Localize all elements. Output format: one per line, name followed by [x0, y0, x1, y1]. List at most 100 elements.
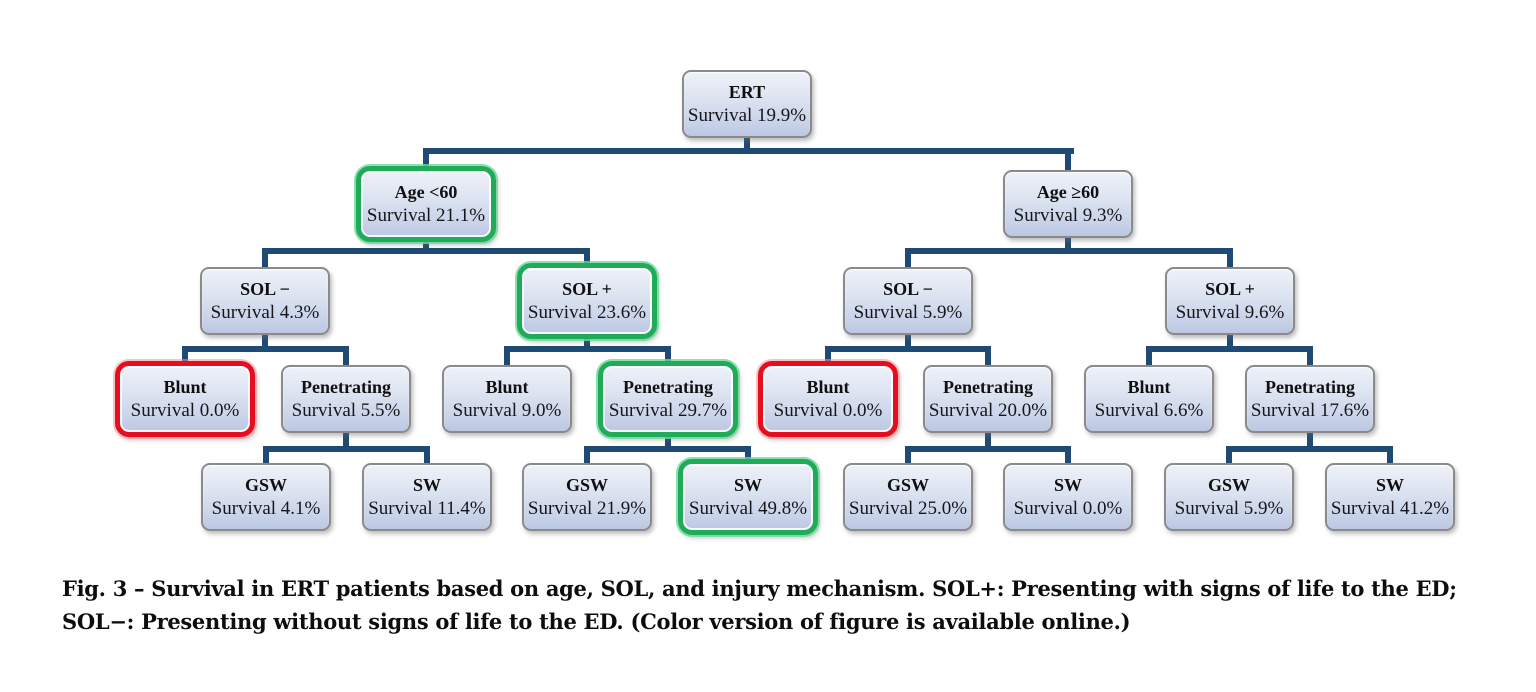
node-label: Penetrating	[943, 376, 1033, 397]
node-label: SOL −	[240, 278, 290, 299]
connector-line	[262, 248, 268, 271]
connector-line	[905, 446, 1071, 452]
node-survival: Survival 5.5%	[291, 399, 401, 421]
node-label: SW	[1053, 474, 1082, 495]
node-lt60-sol-pos: SOL + Survival 23.6%	[517, 263, 657, 339]
caption-line-1: Fig. 3 – Survival in ERT patients based …	[62, 576, 1457, 601]
connector-line	[343, 431, 349, 452]
connector-line	[1226, 446, 1232, 467]
node-ge60-pos-pen: Penetrating Survival 17.6%	[1245, 365, 1375, 433]
node-label: GSW	[886, 474, 929, 495]
connector-line	[1387, 446, 1393, 467]
connector-line	[744, 136, 750, 154]
connector-line	[825, 346, 831, 369]
connector-line	[1226, 446, 1393, 452]
node-survival: Survival 21.9%	[527, 497, 647, 519]
node-label: GSW	[244, 474, 287, 495]
node-label: Age ≥60	[1036, 181, 1100, 202]
node-label: Penetrating	[1265, 376, 1355, 397]
node-survival: Survival 20.0%	[928, 399, 1048, 421]
caption-line-2: SOL−: Presenting without signs of life t…	[62, 609, 1131, 634]
node-ge60-neg-pen-sw: SW Survival 0.0%	[1003, 463, 1133, 531]
node-lt60-pos-pen-sw: SW Survival 49.8%	[678, 459, 818, 535]
connector-line	[905, 248, 1233, 254]
connector-line	[423, 148, 429, 174]
node-label: SW	[733, 474, 762, 495]
node-label: Age <60	[394, 181, 458, 202]
node-lt60-pos-blunt: Blunt Survival 9.0%	[442, 365, 572, 433]
node-survival: Survival 9.3%	[1013, 204, 1123, 226]
node-survival: Survival 11.4%	[368, 497, 486, 519]
connector-line	[985, 431, 991, 452]
node-label: SW	[412, 474, 441, 495]
connector-line	[1146, 346, 1313, 352]
connector-line	[905, 446, 911, 467]
node-ge60-neg-pen: Penetrating Survival 20.0%	[923, 365, 1053, 433]
node-survival: Survival 23.6%	[527, 301, 647, 323]
node-survival: Survival 9.0%	[452, 399, 562, 421]
node-survival: Survival 5.9%	[853, 301, 963, 323]
connector-line	[1065, 446, 1071, 467]
connector-line	[745, 446, 751, 467]
connector-line	[665, 346, 671, 369]
node-label: SOL −	[883, 278, 933, 299]
node-ge60-sol-pos: SOL + Survival 9.6%	[1165, 267, 1295, 335]
node-label: SOL +	[562, 278, 612, 299]
node-survival: Survival 29.7%	[608, 399, 728, 421]
connector-line	[584, 333, 590, 352]
node-lt60-pos-pen-gsw: GSW Survival 21.9%	[522, 463, 652, 531]
node-ge60-sol-neg: SOL − Survival 5.9%	[843, 267, 973, 335]
node-label: SW	[1375, 474, 1404, 495]
node-ert: ERT Survival 19.9%	[682, 70, 812, 138]
node-survival: Survival 41.2%	[1330, 497, 1450, 519]
connector-line	[262, 333, 268, 352]
node-survival: Survival 0.0%	[773, 399, 883, 421]
node-survival: Survival 19.9%	[687, 104, 807, 126]
connector-line	[263, 446, 430, 452]
node-label: ERT	[728, 81, 766, 102]
node-survival: Survival 49.8%	[688, 497, 808, 519]
connector-line	[584, 248, 590, 271]
connector-line	[1065, 148, 1071, 174]
node-survival: Survival 0.0%	[1013, 497, 1123, 519]
node-label: GSW	[565, 474, 608, 495]
node-lt60-neg-pen-gsw: GSW Survival 4.1%	[201, 463, 331, 531]
connector-line	[905, 248, 911, 271]
connector-line	[424, 446, 430, 467]
node-label: Penetrating	[623, 376, 713, 397]
connector-line	[182, 346, 349, 352]
connector-line	[1307, 346, 1313, 369]
connector-line	[423, 148, 1074, 154]
connector-line	[584, 446, 751, 452]
node-lt60-neg-blunt: Blunt Survival 0.0%	[115, 361, 255, 437]
node-age-lt60: Age <60 Survival 21.1%	[356, 166, 496, 242]
node-lt60-pos-pen: Penetrating Survival 29.7%	[598, 361, 738, 437]
node-label: Blunt	[485, 376, 529, 397]
node-survival: Survival 0.0%	[130, 399, 240, 421]
node-label: SOL +	[1205, 278, 1255, 299]
connector-line	[343, 346, 349, 369]
node-label: GSW	[1207, 474, 1250, 495]
connector-line	[825, 346, 991, 352]
node-survival: Survival 6.6%	[1094, 399, 1204, 421]
connector-line	[1227, 333, 1233, 352]
node-ge60-pos-blunt: Blunt Survival 6.6%	[1084, 365, 1214, 433]
node-survival: Survival 4.1%	[211, 497, 321, 519]
node-age-ge60: Age ≥60 Survival 9.3%	[1003, 170, 1133, 238]
node-ge60-neg-blunt: Blunt Survival 0.0%	[758, 361, 898, 437]
node-lt60-neg-pen-sw: SW Survival 11.4%	[362, 463, 492, 531]
connector-line	[1227, 248, 1233, 271]
node-ge60-pos-pen-gsw: GSW Survival 5.9%	[1164, 463, 1294, 531]
node-label: Blunt	[163, 376, 207, 397]
connector-line	[504, 346, 671, 352]
node-survival: Survival 25.0%	[848, 497, 968, 519]
node-survival: Survival 21.1%	[366, 204, 486, 226]
node-survival: Survival 4.3%	[210, 301, 320, 323]
connector-line	[1307, 431, 1313, 452]
figure-caption: Fig. 3 – Survival in ERT patients based …	[62, 572, 1457, 638]
node-lt60-neg-pen: Penetrating Survival 5.5%	[281, 365, 411, 433]
connector-line	[263, 446, 269, 467]
connector-line	[182, 346, 188, 369]
node-lt60-sol-neg: SOL − Survival 4.3%	[200, 267, 330, 335]
